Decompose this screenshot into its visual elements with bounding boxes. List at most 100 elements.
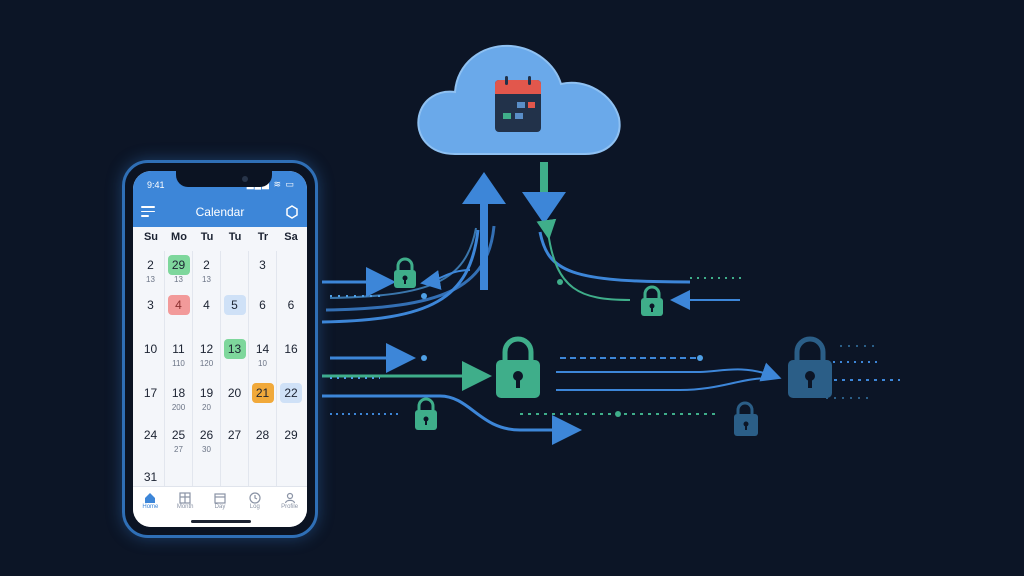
calendar-day-cell[interactable]: 16	[277, 335, 305, 379]
bottom-tab-bar: Home Month Day Log Profile	[133, 486, 307, 527]
calendar-day-cell[interactable]: 13	[221, 335, 249, 379]
calendar-day-cell[interactable]: 6	[249, 291, 277, 335]
day-number: 11	[172, 342, 185, 356]
day-number: 29	[167, 255, 190, 275]
day-event-note: 20	[202, 403, 211, 412]
day-number: 26	[199, 428, 214, 442]
calendar-day-cell[interactable]: 17	[137, 379, 165, 421]
lock-icon-small-3	[415, 397, 437, 430]
camera-icon	[242, 176, 248, 182]
weekday-label: Tu	[200, 231, 214, 243]
lock-icon-small-1	[394, 257, 416, 288]
tab-profile[interactable]: Profile	[272, 487, 307, 527]
menu-icon[interactable]	[141, 206, 155, 218]
day-event-note: 200	[171, 403, 186, 412]
calendar-day-cell[interactable]	[277, 251, 305, 291]
calendar-day-cell[interactable]: 21	[249, 379, 277, 421]
calendar-day-cell[interactable]: 22	[277, 379, 305, 421]
day-number: 22	[280, 383, 302, 403]
weekday-label: Sa	[284, 231, 298, 243]
day-number: 19	[199, 386, 214, 400]
arrow-from-lock-1	[420, 269, 471, 290]
calendar-day-cell[interactable]: 10	[137, 335, 165, 379]
day-number: 21	[251, 383, 274, 403]
day-number: 24	[143, 428, 158, 442]
day-number: 16	[284, 342, 298, 356]
tab-month[interactable]: Month	[168, 487, 203, 527]
day-number: 18	[171, 386, 186, 400]
calendar-day-cell[interactable]: 6	[277, 291, 305, 335]
middle-line-5	[556, 377, 771, 391]
calendar-day-cell[interactable]: 28	[249, 421, 277, 463]
clock-icon	[249, 492, 261, 504]
day-number: 5	[223, 295, 246, 315]
settings-icon[interactable]	[285, 205, 299, 219]
day-number: 29	[284, 428, 298, 442]
tab-day[interactable]: Day	[203, 487, 238, 527]
tab-log[interactable]: Log	[237, 487, 272, 527]
calendar-day-cell[interactable]: 3	[137, 291, 165, 335]
day-event-note: 120	[199, 359, 214, 368]
day-number	[224, 255, 246, 275]
tab-label: Month	[176, 504, 194, 510]
calendar-day-cell[interactable]: 3	[249, 251, 277, 291]
calendar-day-cell[interactable]	[221, 463, 249, 503]
calendar-day-cell[interactable]: 4	[193, 291, 221, 335]
upload-arrow-head	[462, 172, 506, 204]
day-number: 13	[223, 339, 246, 359]
day-number: 2	[203, 258, 210, 272]
tab-label: Profile	[281, 504, 299, 510]
day-number: 6	[287, 298, 295, 312]
day-number: 27	[227, 428, 242, 442]
smartphone: 9:41 ▂▄▆ ≋ ▭ Calendar Su Mo Tu Tu Tr Sa …	[122, 160, 318, 538]
phone-to-cloud-line-1	[321, 229, 480, 324]
calendar-day-cell[interactable]: 20	[221, 379, 249, 421]
weekday-label: Su	[143, 231, 159, 243]
calendar-icon	[214, 493, 226, 504]
calendar-day-cell[interactable]: 24	[137, 421, 165, 463]
download-arrow-head	[522, 192, 566, 224]
calendar-day-cell[interactable]	[165, 463, 193, 503]
day-number: 28	[255, 428, 270, 442]
day-event-note: 13	[174, 275, 183, 284]
cloud-to-right-line-1	[538, 231, 691, 284]
day-number: 4	[203, 298, 210, 312]
day-event-note: 110	[172, 359, 185, 368]
calendar-day-cell[interactable]: 5	[221, 291, 249, 335]
day-number: 14	[255, 342, 270, 356]
phone-screen: 9:41 ▂▄▆ ≋ ▭ Calendar Su Mo Tu Tu Tr Sa …	[133, 171, 307, 527]
calendar-day-cell[interactable]: 27	[221, 421, 249, 463]
day-number: 10	[143, 342, 158, 356]
calendar-app-icon	[495, 76, 541, 132]
home-indicator	[191, 520, 251, 523]
day-number: 3	[259, 258, 266, 272]
day-number: 20	[227, 386, 242, 400]
day-number	[224, 467, 246, 487]
lock-icon-large-green	[496, 336, 540, 398]
calendar-day-cell[interactable]	[193, 463, 221, 503]
calendar-day-cell[interactable]: 31	[137, 463, 165, 503]
calendar-day-cell[interactable]: 4	[165, 291, 193, 335]
weekday-label: Tr	[257, 231, 269, 243]
app-bar: Calendar	[133, 197, 307, 227]
calendar-day-cell[interactable]	[249, 463, 277, 503]
weekday-header: Su Mo Tu Tu Tr Sa	[137, 231, 305, 249]
calendar-day-cell[interactable]: 29	[277, 421, 305, 463]
tab-home[interactable]: Home	[133, 487, 168, 527]
cloud-sync-icon	[417, 44, 621, 155]
calendar-day-cell[interactable]	[221, 251, 249, 291]
day-event-note: 13	[202, 275, 211, 284]
grid-icon	[179, 492, 191, 504]
day-number: 17	[143, 386, 158, 400]
